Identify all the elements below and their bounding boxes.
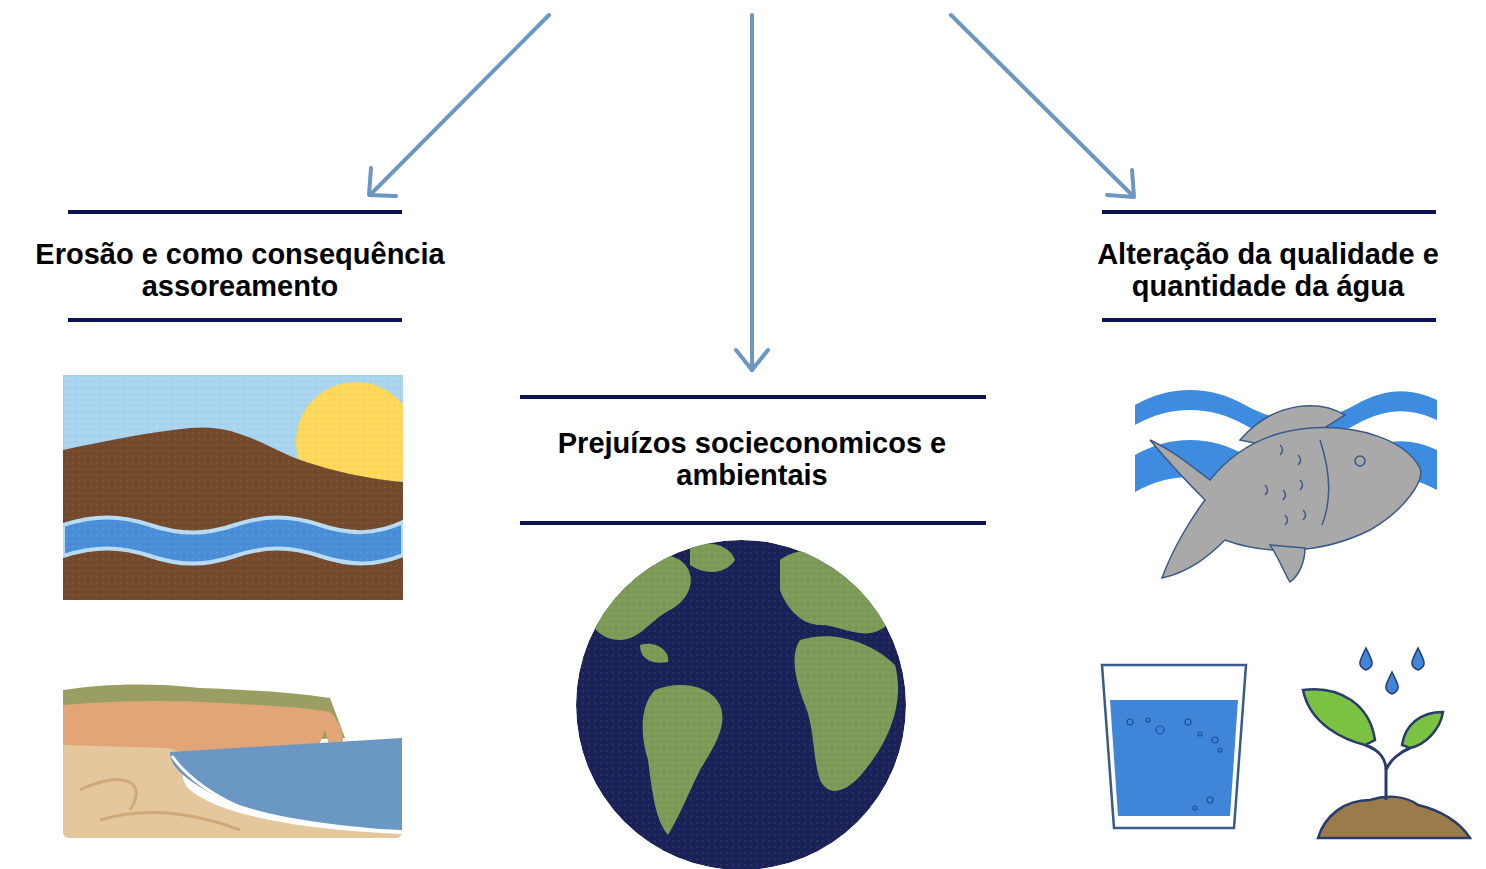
band-heading: Prejuízos socieconomicos e ambientais [537,427,967,491]
text-band: Erosão e como consequência assoreamento [4,238,476,302]
plant-icon [1303,648,1470,838]
fish-icon [1135,390,1437,582]
band-heading: Alteração da qualidade e quantidade da á… [1087,238,1449,302]
rule [68,318,402,322]
water-glass-icon [1102,665,1246,828]
rule [1102,318,1436,322]
text-band: Alteração da qualidade e quantidade da á… [1087,238,1449,302]
river-landscape [63,375,403,600]
beach-landscape [63,660,402,838]
band-heading: Erosão e como consequência assoreamento [4,238,476,302]
globe [576,540,906,869]
rule [520,521,986,525]
rule [520,395,986,399]
arrow-line [370,15,549,195]
rule [1102,210,1436,214]
rule [68,210,402,214]
arrow-head [369,168,396,196]
arrow-head [1107,170,1134,197]
text-band: Prejuízos socieconomicos e ambientais [537,427,967,491]
arrow-line [750,15,754,370]
arrow-line [951,15,1133,196]
arrow-head [736,350,768,370]
arrows [369,15,1134,370]
